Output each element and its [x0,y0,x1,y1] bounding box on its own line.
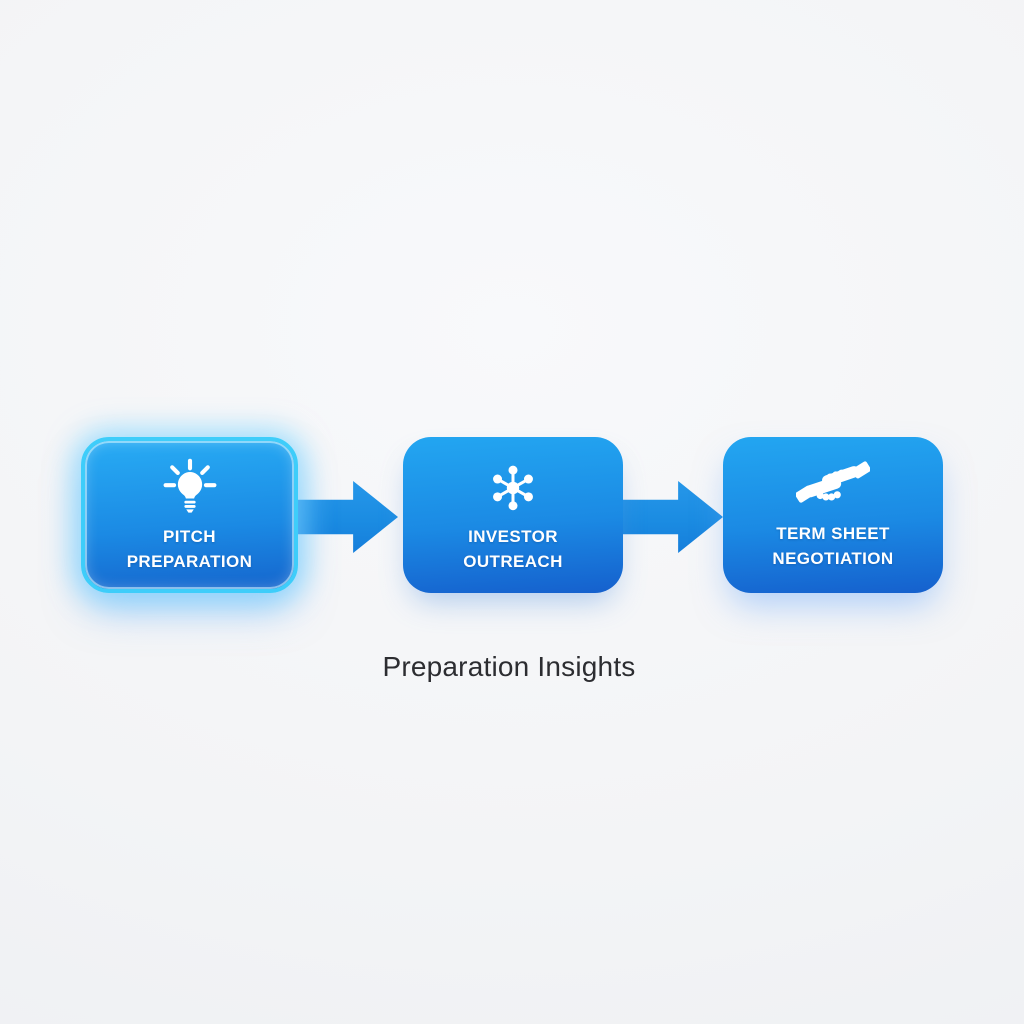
step-label-term-sheet-negotiation: TERM SHEET NEGOTIATION [772,523,894,568]
network-hub-icon [480,457,546,517]
step-label-pitch-preparation: PITCH PREPARATION [126,526,253,571]
step-investor-outreach[interactable]: INVESTOR OUTREACH [403,437,623,593]
flow-arrow-right-icon [296,481,398,553]
step-term-sheet-negotiation[interactable]: TERM SHEET NEGOTIATION [723,437,943,593]
flow-caption: Preparation Insights [382,651,636,682]
step-label-investor-outreach: INVESTOR OUTREACH [463,526,563,571]
flow-arrow-right-icon [621,481,723,553]
handshake-icon [796,460,870,514]
lightbulb-icon [157,457,223,517]
step-pitch-preparation[interactable]: PITCH PREPARATION [81,437,298,593]
